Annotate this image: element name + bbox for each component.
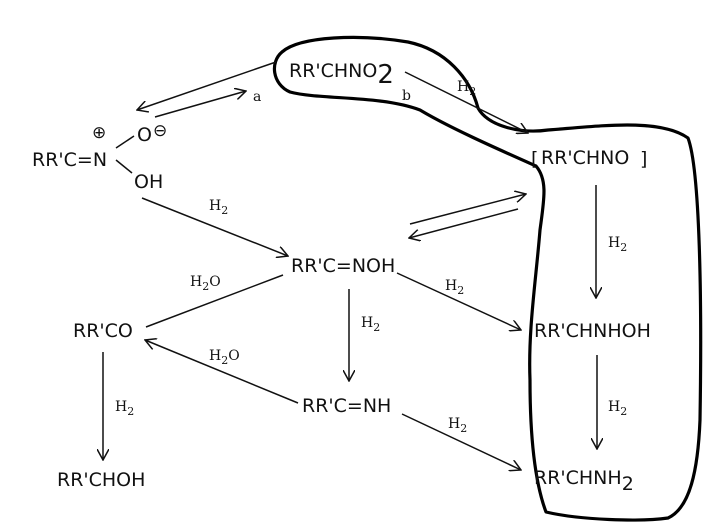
alcohol-compound: RR'CHOH [57, 469, 145, 491]
amine-subscript: 2 [622, 473, 634, 495]
amine-label: RR'CHNH [534, 467, 622, 489]
minus-charge: ⊖ [153, 121, 167, 141]
amine-compound: RR'CHNH2 [534, 467, 634, 495]
nitroso-bracket-open: [ [531, 148, 538, 170]
arrow-nitronic-to-oxime [141, 197, 288, 256]
arrow-oxime-to-hydroxylamine [396, 272, 521, 330]
arrow-nitroso-to-oxime [409, 208, 519, 238]
nitroso-compound: RR'CHNO [541, 147, 629, 169]
h2o-label-imine-ketone: H2O [209, 348, 240, 367]
highlight-outline [272, 35, 703, 522]
imine-compound: RR'C=NH [302, 395, 391, 417]
nitro-compound: RR'CHNO2 [289, 60, 394, 90]
nitronic-acid-oh: OH [134, 171, 163, 193]
nitronic-acid-left: RR'C=N [32, 149, 107, 171]
h2-label-ketone-alcohol: H2 [115, 399, 134, 418]
arrow-to-nitro [154, 91, 246, 118]
nitronic-acid-oxygen: O [137, 124, 152, 146]
h2o-label-oxime-ketone: H2O [190, 274, 221, 293]
path-label-b: b [402, 88, 411, 104]
path-label-a: a [253, 89, 261, 105]
nitro-subscript: 2 [377, 60, 394, 90]
arrow-imine-to-ketone [145, 340, 299, 404]
arrow-imine-to-amine [401, 413, 521, 470]
h2-label-imine-amine: H2 [448, 416, 467, 435]
line-oxime-to-ketone [145, 274, 284, 328]
h2-label-nitronic-oxime: H2 [209, 198, 228, 217]
oxime-compound: RR'C=NOH [291, 255, 395, 277]
h2-label-hydroxylamine-amine: H2 [608, 399, 627, 418]
h2-label-oxime-imine: H2 [361, 315, 380, 334]
hydroxylamine-compound: RR'CHNHOH [534, 320, 651, 342]
h2-label-nitro-nitroso: H2 [457, 79, 476, 98]
ketone-compound: RR'CO [73, 320, 133, 342]
nitro-label: RR'CHNO [289, 60, 377, 82]
plus-charge: ⊕ [92, 123, 106, 143]
arrow-oxime-to-nitroso [409, 194, 526, 225]
arrow-nitro-to-nitroso [404, 71, 528, 133]
h2-label-oxime-hydroxylamine: H2 [445, 278, 464, 297]
arrow-to-nitronic-acid [137, 61, 277, 110]
nitroso-bracket-close: ] [640, 148, 647, 170]
n-oh-bond [115, 159, 133, 174]
n-o-bond [115, 135, 135, 149]
h2-label-nitroso-hydroxylamine: H2 [608, 235, 627, 254]
